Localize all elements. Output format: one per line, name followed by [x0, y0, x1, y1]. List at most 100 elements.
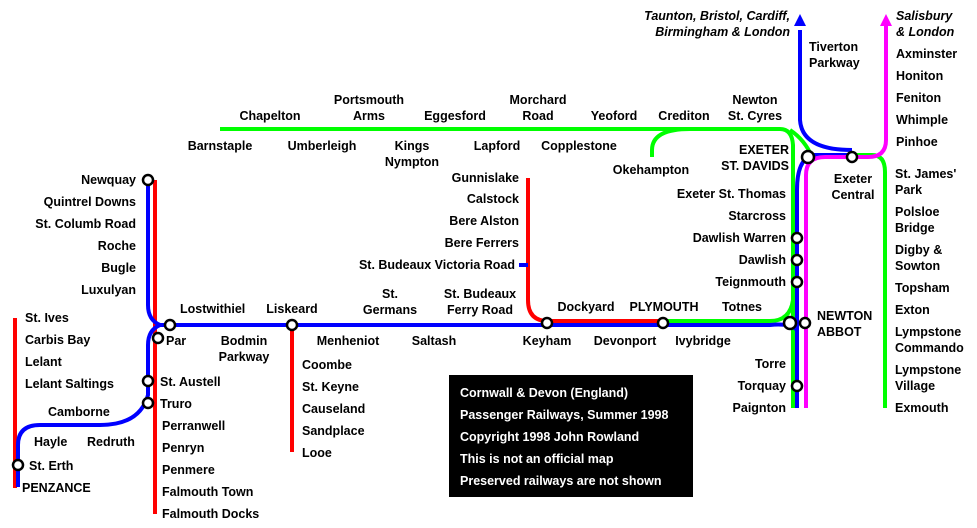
label[interactable]: Dawlish Warren: [693, 231, 786, 245]
label[interactable]: Arms: [353, 109, 385, 123]
station-interchange[interactable]: [151, 331, 165, 345]
station-interchange[interactable]: [141, 374, 155, 388]
label[interactable]: Whimple: [896, 113, 948, 127]
label[interactable]: Exeter St. Thomas: [677, 187, 786, 201]
label[interactable]: Portsmouth: [334, 93, 404, 107]
label[interactable]: Newquay: [81, 173, 136, 187]
station-interchange[interactable]: [141, 173, 155, 187]
label[interactable]: St.: [382, 287, 398, 301]
label[interactable]: Dockyard: [558, 300, 615, 314]
label[interactable]: ABBOT: [817, 325, 862, 339]
label[interactable]: Commando: [895, 341, 964, 355]
label[interactable]: Bere Ferrers: [445, 236, 519, 250]
label[interactable]: Hayle: [34, 435, 67, 449]
label[interactable]: Truro: [160, 397, 192, 411]
station-interchange[interactable]: [163, 318, 177, 332]
label[interactable]: Road: [522, 109, 553, 123]
label[interactable]: Liskeard: [266, 302, 317, 316]
label[interactable]: Morchard: [510, 93, 567, 107]
label[interactable]: Saltash: [412, 334, 456, 348]
label[interactable]: ST. DAVIDS: [721, 159, 789, 173]
label[interactable]: Devonport: [594, 334, 657, 348]
label[interactable]: Park: [895, 183, 922, 197]
station-interchange[interactable]: [656, 316, 670, 330]
label[interactable]: Lelant: [25, 355, 63, 369]
label[interactable]: Central: [831, 188, 874, 202]
label[interactable]: PLYMOUTH: [630, 300, 699, 314]
label[interactable]: Okehampton: [613, 163, 689, 177]
label[interactable]: Calstock: [467, 192, 519, 206]
label[interactable]: Lapford: [474, 139, 521, 153]
label[interactable]: Yeoford: [591, 109, 638, 123]
label[interactable]: Starcross: [728, 209, 786, 223]
label[interactable]: Sowton: [895, 259, 940, 273]
label[interactable]: St. Cyres: [728, 109, 782, 123]
label[interactable]: Redruth: [87, 435, 135, 449]
label[interactable]: Menheniot: [317, 334, 380, 348]
label[interactable]: Lympstone: [895, 325, 961, 339]
label[interactable]: Barnstaple: [188, 139, 253, 153]
label[interactable]: Village: [895, 379, 935, 393]
label[interactable]: Roche: [98, 239, 136, 253]
label[interactable]: Causeland: [302, 402, 365, 416]
station-interchange[interactable]: [782, 315, 798, 331]
label[interactable]: Topsham: [895, 281, 950, 295]
label[interactable]: Bridge: [895, 221, 935, 235]
label[interactable]: Luxulyan: [81, 283, 136, 297]
station-interchange[interactable]: [285, 318, 299, 332]
label[interactable]: Honiton: [896, 69, 943, 83]
label[interactable]: Ivybridge: [675, 334, 731, 348]
label[interactable]: PENZANCE: [22, 481, 91, 495]
label[interactable]: Looe: [302, 446, 332, 460]
station-interchange[interactable]: [798, 316, 812, 330]
label[interactable]: St. James': [895, 167, 956, 181]
station-interchange[interactable]: [790, 231, 804, 245]
station-interchange[interactable]: [540, 316, 554, 330]
label[interactable]: Lostwithiel: [180, 302, 245, 316]
label[interactable]: Exeter: [834, 172, 872, 186]
label[interactable]: Teignmouth: [715, 275, 786, 289]
label[interactable]: Nympton: [385, 155, 439, 169]
label[interactable]: Gunnislake: [452, 171, 519, 185]
label[interactable]: Parkway: [219, 350, 270, 364]
label[interactable]: Crediton: [658, 109, 709, 123]
label[interactable]: Paignton: [733, 401, 786, 415]
label[interactable]: Lelant Saltings: [25, 377, 114, 391]
label[interactable]: Exton: [895, 303, 930, 317]
station-interchange[interactable]: [800, 149, 816, 165]
label[interactable]: Copplestone: [541, 139, 617, 153]
station-interchange[interactable]: [845, 150, 859, 164]
station-interchange[interactable]: [790, 379, 804, 393]
label[interactable]: Umberleigh: [288, 139, 357, 153]
label[interactable]: Quintrel Downs: [44, 195, 136, 209]
label[interactable]: Torre: [755, 357, 786, 371]
label[interactable]: Sandplace: [302, 424, 365, 438]
label[interactable]: Penmere: [162, 463, 215, 477]
label[interactable]: Polsloe: [895, 205, 940, 219]
label[interactable]: Bodmin: [221, 334, 268, 348]
label[interactable]: Penryn: [162, 441, 204, 455]
label[interactable]: Par: [166, 334, 186, 348]
label[interactable]: Carbis Bay: [25, 333, 90, 347]
label[interactable]: Keyham: [523, 334, 572, 348]
label[interactable]: Eggesford: [424, 109, 486, 123]
label[interactable]: Coombe: [302, 358, 352, 372]
station-interchange[interactable]: [11, 458, 25, 472]
label[interactable]: St. Ives: [25, 311, 69, 325]
label[interactable]: Torquay: [738, 379, 786, 393]
label[interactable]: St. Keyne: [302, 380, 359, 394]
label[interactable]: Ferry Road: [447, 303, 513, 317]
label[interactable]: St. Austell: [160, 375, 221, 389]
label[interactable]: St. Erth: [29, 459, 73, 473]
label[interactable]: Falmouth Docks: [162, 507, 259, 521]
label[interactable]: NEWTON: [817, 309, 872, 323]
station-interchange[interactable]: [790, 253, 804, 267]
label[interactable]: Tiverton: [809, 40, 858, 54]
label[interactable]: Bere Alston: [449, 214, 519, 228]
label[interactable]: St. Budeaux Victoria Road: [359, 258, 515, 272]
label[interactable]: Chapelton: [239, 109, 300, 123]
label[interactable]: Newton: [732, 93, 777, 107]
label[interactable]: Parkway: [809, 56, 860, 70]
label[interactable]: Dawlish: [739, 253, 786, 267]
label[interactable]: St. Budeaux: [444, 287, 516, 301]
